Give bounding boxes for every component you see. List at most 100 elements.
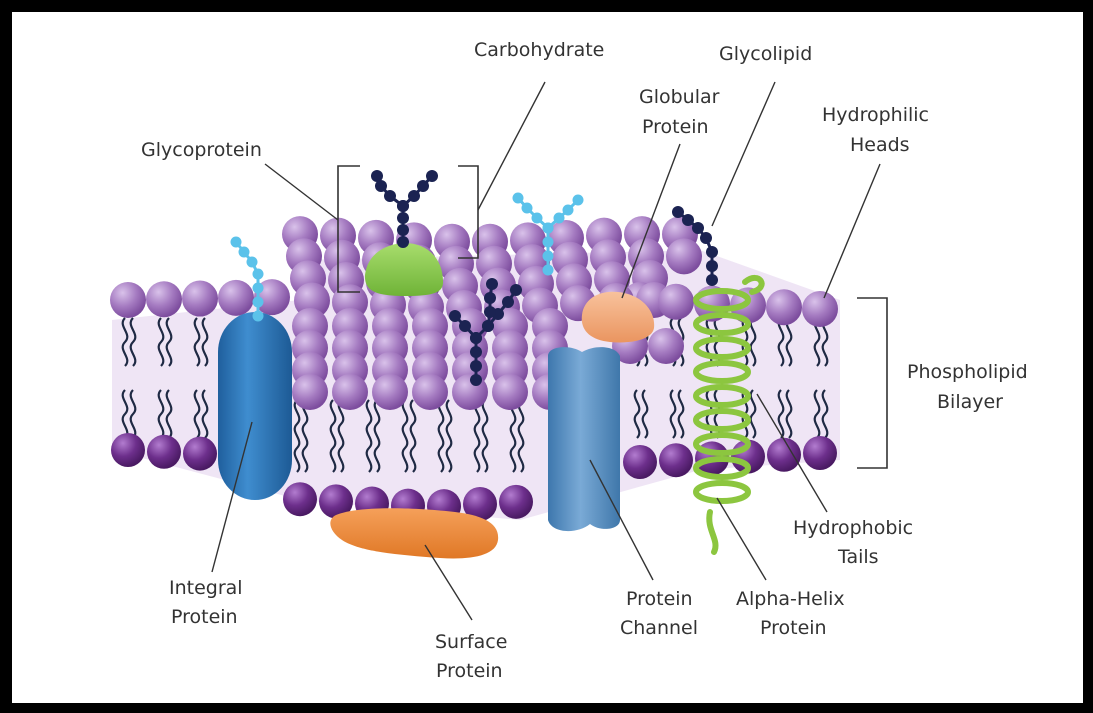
carb-dark-bead	[692, 222, 704, 234]
carb-dark-bead	[397, 236, 409, 248]
carb-dark-bead	[417, 180, 429, 192]
phospholipid-label-line1: Phospholipid	[907, 361, 1028, 383]
lipid-head-top	[766, 289, 802, 325]
carb-dark-bead	[700, 232, 712, 244]
hydrophobic-label-line2: Tails	[837, 546, 879, 568]
carb-dark-bead	[502, 296, 514, 308]
phospholipid-label-line2: Bilayer	[937, 391, 1003, 413]
alpha-helix-tail	[709, 512, 715, 552]
lipid-head-top	[452, 374, 488, 410]
carb-dark-bead	[397, 212, 409, 224]
lipid-head-top	[372, 374, 408, 410]
lipid-head-bottom	[623, 445, 657, 479]
carb-dark-bead	[470, 346, 482, 358]
carb-dark-bead	[426, 170, 438, 182]
carb-dark-bead	[397, 200, 409, 212]
bilayer-bracket	[857, 298, 887, 468]
carb-light-bead	[253, 297, 264, 308]
glycolipid-leader	[712, 82, 775, 226]
alpha-label-line2: Protein	[760, 617, 827, 639]
lipid-head-top	[658, 284, 694, 320]
carb-dark-bead	[484, 306, 496, 318]
lipid-head-top	[492, 374, 528, 410]
carb-dark-bead	[706, 260, 718, 272]
carb-dark-bead	[470, 374, 482, 386]
carb-dark-bead	[449, 310, 461, 322]
alpha-helix-coil	[696, 483, 748, 501]
lipid-head-bottom	[283, 482, 317, 516]
globular-label-line1: Globular	[639, 86, 720, 108]
lipid-head-bottom	[499, 485, 533, 519]
carb-dark-bead	[397, 224, 409, 236]
carbohydrate-label: Carbohydrate	[474, 39, 604, 61]
integral-protein	[218, 312, 292, 500]
lipid-head-bottom	[147, 435, 181, 469]
lipid-head-top	[292, 374, 328, 410]
lipid-head-top	[110, 282, 146, 318]
carb-light-bead	[543, 265, 554, 276]
carb-light-bead	[239, 247, 250, 258]
carb-dark-bead	[408, 190, 420, 202]
hydrophobic-label-line1: Hydrophobic	[793, 517, 913, 539]
lipid-head-top	[666, 238, 702, 274]
surface-label-line2: Protein	[436, 660, 503, 682]
hydrophilic-leader	[824, 164, 880, 298]
surface-protein	[330, 508, 498, 558]
lipid-head-bottom	[659, 443, 693, 477]
lipid-head-top	[802, 291, 838, 327]
carb-dark-bead	[482, 320, 494, 332]
carb-light-bead	[253, 269, 264, 280]
carb-light-bead	[513, 193, 524, 204]
lipid-head-bottom	[767, 438, 801, 472]
lipid-head-bottom	[183, 437, 217, 471]
carb-light-bead	[532, 213, 543, 224]
lipid-head-top	[218, 280, 254, 316]
carb-light-bead	[563, 205, 574, 216]
surface-label-line1: Surface	[435, 631, 507, 653]
carb-dark-bead	[486, 278, 498, 290]
carb-light-bead	[543, 251, 554, 262]
carb-light-bead	[253, 311, 264, 322]
carb-light-bead	[253, 283, 264, 294]
carb-dark-bead	[371, 170, 383, 182]
glycoprotein-label: Glycoprotein	[141, 139, 262, 161]
carb-dark-bead	[682, 214, 694, 226]
carb-light-bead	[554, 213, 565, 224]
glycoprotein-leader	[265, 164, 338, 220]
carb-dark-bead	[706, 274, 718, 286]
carb-dark-bead	[384, 190, 396, 202]
lipid-head-top	[146, 281, 182, 317]
globular-label-line2: Protein	[642, 116, 709, 138]
channel-label-line1: Protein	[626, 588, 693, 610]
carb-light-bead	[522, 203, 533, 214]
carb-dark-bead	[510, 284, 522, 296]
channel-label-line2: Channel	[620, 617, 698, 639]
carb-light-bead	[247, 257, 258, 268]
lipid-head-bottom	[803, 436, 837, 470]
carb-light-bead	[573, 195, 584, 206]
carb-dark-bead	[470, 360, 482, 372]
carb-dark-bead	[706, 246, 718, 258]
carb-dark-bead	[459, 320, 471, 332]
carb-light-bead	[543, 237, 554, 248]
alpha-label-line1: Alpha-Helix	[736, 588, 845, 610]
integral-label-line1: Integral	[169, 577, 243, 599]
integral-label-line2: Protein	[171, 606, 238, 628]
lipid-head-top	[332, 374, 368, 410]
lipid-head-top	[412, 374, 448, 410]
glycolipid-label: Glycolipid	[719, 43, 812, 65]
protein-channel	[548, 347, 620, 531]
carb-light-bead	[231, 237, 242, 248]
carb-dark-bead	[484, 292, 496, 304]
carbohydrate-leader	[478, 82, 545, 210]
lipid-head-bottom	[111, 433, 145, 467]
carb-dark-bead	[672, 206, 684, 218]
lipid-head-top	[182, 281, 218, 317]
carb-light-bead	[543, 223, 554, 234]
hydrophilic-label-line1: Hydrophilic	[822, 104, 929, 126]
lipid-head-top	[648, 328, 684, 364]
carb-dark-bead	[470, 332, 482, 344]
alpha-leader	[717, 498, 766, 580]
